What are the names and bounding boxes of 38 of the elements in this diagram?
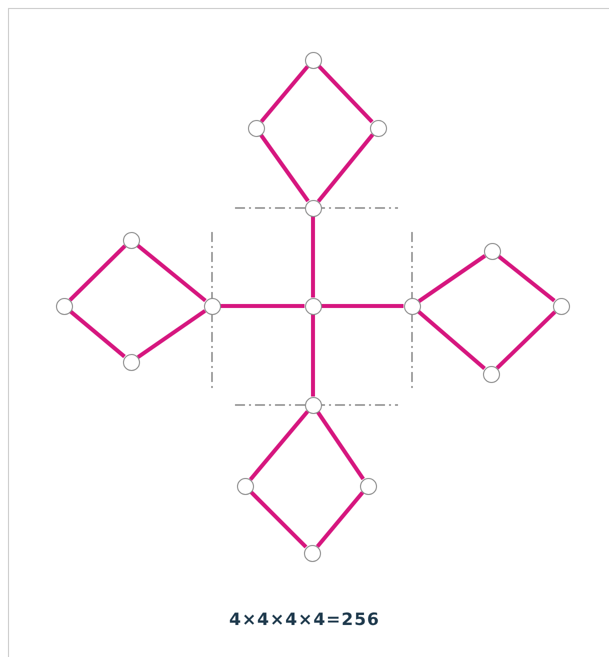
connector-line [311,216,315,298]
connector-line [417,310,486,370]
connector-line [418,254,486,303]
vertex-circle [552,298,570,314]
connector-line [136,244,207,302]
connector-line [322,304,404,308]
connector-line [68,244,126,302]
connector-line [69,310,126,358]
vertex-circle [56,298,72,314]
vertex-circle [204,298,220,314]
caption: 4×4×4×4=256 [229,610,380,630]
vertex-circle [304,396,322,414]
vertex-circle [248,120,264,136]
connector-line [136,309,206,359]
vertex-circle [360,478,376,494]
vertex-circle [304,200,322,216]
vertex-circle [122,354,140,370]
vertex-circle [370,120,386,136]
connector-line [220,304,304,308]
vertex-circle [304,298,322,314]
connector-line [260,65,310,123]
vertex-circle [122,232,140,248]
connector-line [311,314,315,396]
connector-line [316,133,374,203]
vertex-circle [304,544,320,562]
connector-line [316,410,365,480]
connector-line [250,490,308,548]
connector-line [317,64,374,124]
vertex-circle [482,366,500,382]
vertex-circle [236,478,254,494]
connector-line [316,491,364,548]
connector-line [496,310,556,370]
connector-line [248,410,310,481]
vertex-circle [484,242,500,260]
vertex-circle [304,52,322,68]
connector-line [497,254,556,302]
vertex-circle [404,298,420,314]
connector-line [259,134,310,202]
